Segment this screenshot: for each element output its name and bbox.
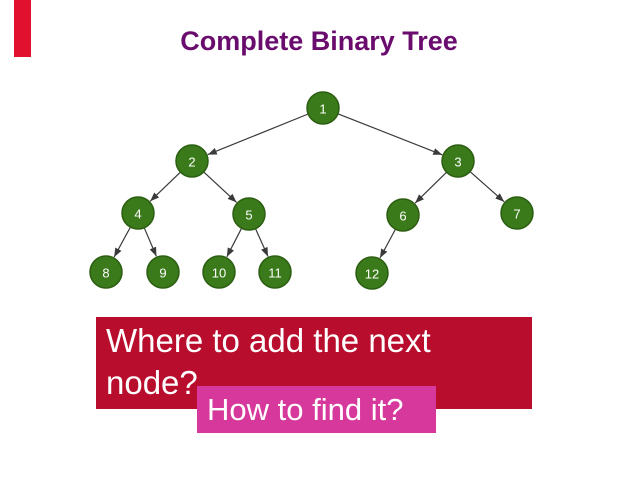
tree-node-label-9: 9	[159, 266, 166, 281]
tree-node-label-4: 4	[134, 207, 141, 222]
tree-node-circle-5	[232, 197, 266, 231]
tree-edge-3-7	[469, 171, 505, 203]
tree-node-label-11: 11	[268, 266, 282, 281]
tree-edge-5-11	[254, 228, 269, 257]
tree-node-12: 12	[355, 256, 389, 290]
tree-edge-1-3	[337, 113, 443, 156]
tree-node-6: 6	[386, 198, 420, 232]
tree-node-circle-2	[175, 144, 209, 178]
tree-node-circle-7	[500, 196, 534, 230]
tree-node-1: 1	[306, 91, 340, 125]
tree-node-circle-9	[146, 255, 180, 289]
tree-node-circle-8	[89, 255, 123, 289]
tree-edge-5-10	[226, 227, 243, 258]
tree-node-5: 5	[232, 197, 266, 231]
tree-node-4: 4	[121, 196, 155, 230]
question-box: Where to add the next node?	[96, 317, 532, 409]
tree-node-label-2: 2	[188, 155, 195, 170]
tree-edge-4-8	[113, 226, 131, 258]
tree-node-label-7: 7	[513, 207, 520, 222]
tree-node-circle-3	[441, 144, 475, 178]
tree-node-7: 7	[500, 196, 534, 230]
tree-node-8: 8	[89, 255, 123, 289]
tree-node-label-5: 5	[245, 208, 252, 223]
tree-edge-1-2	[207, 113, 309, 156]
tree-node-circle-10	[202, 255, 236, 289]
tree-node-label-6: 6	[399, 209, 406, 224]
tree-edge-4-9	[143, 227, 157, 257]
tree-node-circle-6	[386, 198, 420, 232]
tree-edge-2-4	[149, 171, 181, 202]
tree-node-circle-12	[355, 256, 389, 290]
hint-box-text: How to find it?	[207, 392, 404, 427]
tree-edge-6-12	[379, 228, 397, 259]
tree-node-circle-1	[306, 91, 340, 125]
slide-title: Complete Binary Tree	[180, 26, 458, 56]
tree-node-11: 11	[258, 255, 292, 289]
tree-node-2: 2	[175, 144, 209, 178]
hint-box: How to find it?	[197, 386, 436, 433]
tree-edge-2-5	[203, 171, 238, 203]
tree-node-circle-4	[121, 196, 155, 230]
question-box-line2: node?	[106, 364, 198, 401]
tree-node-9: 9	[146, 255, 180, 289]
tree-node-circle-11	[258, 255, 292, 289]
tree-node-label-10: 10	[212, 266, 226, 281]
tree-edge-3-6	[414, 171, 448, 204]
slide-accent-bar	[14, 0, 31, 57]
tree-node-10: 10	[202, 255, 236, 289]
tree-node-label-8: 8	[102, 266, 109, 281]
question-box-line1: Where to add the next	[106, 322, 431, 359]
tree-node-label-12: 12	[365, 267, 379, 282]
tree-node-label-1: 1	[319, 102, 326, 117]
tree-node-3: 3	[441, 144, 475, 178]
tree-node-label-3: 3	[454, 155, 461, 170]
